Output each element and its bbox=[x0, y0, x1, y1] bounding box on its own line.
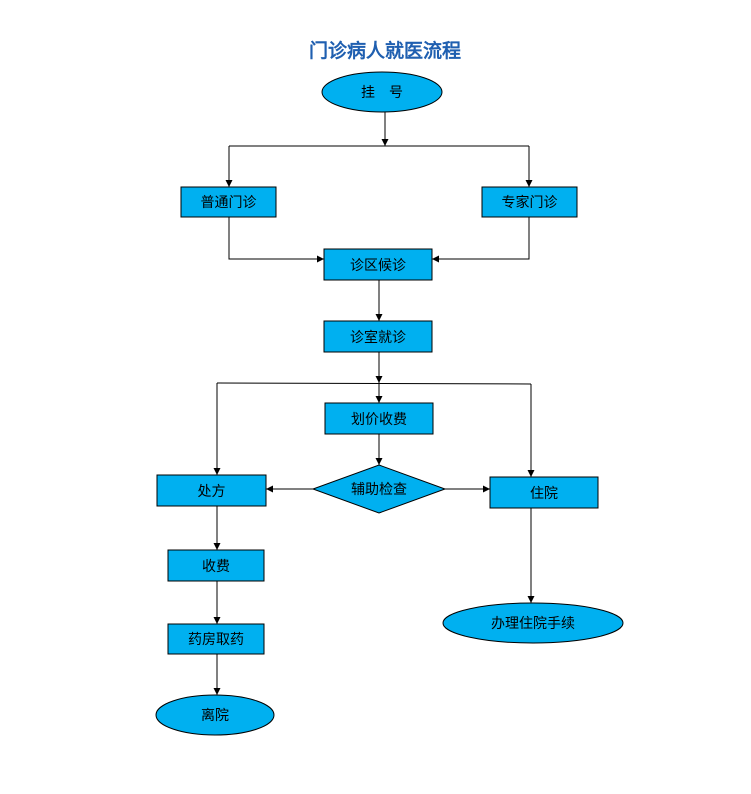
auxiliary-exam-shape bbox=[311, 464, 447, 514]
discharge-label: 离院 bbox=[201, 707, 229, 724]
node-register: 挂 号 bbox=[321, 71, 443, 113]
expert-clinic-shape bbox=[481, 186, 578, 218]
node-payment: 收费 bbox=[167, 549, 265, 582]
node-hospitalization: 住院 bbox=[489, 476, 599, 509]
node-discharge: 离院 bbox=[155, 694, 275, 736]
waiting-area-shape bbox=[323, 248, 433, 281]
admission-procedures-shape bbox=[442, 602, 624, 644]
node-expert-clinic: 专家门诊 bbox=[481, 186, 578, 218]
prescription-label: 处方 bbox=[198, 484, 226, 500]
edge-branch-h2 bbox=[216, 382, 532, 385]
edges bbox=[213, 112, 535, 695]
node-general-clinic: 普通门诊 bbox=[180, 186, 277, 218]
edge-general-to-waiting bbox=[228, 217, 324, 263]
node-admission-procedures: 办理住院手续 bbox=[442, 602, 624, 644]
admission-procedures-label: 办理住院手续 bbox=[491, 615, 575, 632]
auxiliary-exam-label: 辅助检查 bbox=[351, 482, 407, 498]
node-waiting-area: 诊区候诊 bbox=[323, 248, 433, 281]
prescription-shape bbox=[156, 474, 267, 507]
general-clinic-label: 普通门诊 bbox=[201, 195, 257, 211]
register-shape bbox=[321, 71, 443, 113]
consultation-label: 诊室就诊 bbox=[350, 329, 406, 346]
waiting-area-label: 诊区候诊 bbox=[350, 258, 406, 274]
payment-shape bbox=[167, 549, 265, 582]
payment-label: 收费 bbox=[202, 559, 230, 575]
node-pricing-payment: 划价收费 bbox=[324, 402, 434, 435]
pharmacy-label: 药房取药 bbox=[188, 632, 244, 648]
node-prescription: 处方 bbox=[156, 474, 267, 507]
pricing-payment-shape bbox=[324, 402, 434, 435]
node-auxiliary-exam: 辅助检查 bbox=[311, 464, 447, 514]
node-pharmacy: 药房取药 bbox=[167, 623, 265, 655]
register-label: 挂 号 bbox=[361, 85, 403, 101]
diagram-title: 门诊病人就医流程 bbox=[309, 39, 461, 62]
hospitalization-shape bbox=[489, 476, 599, 509]
edge-expert-to-waiting bbox=[432, 217, 530, 263]
pharmacy-shape bbox=[167, 623, 265, 655]
hospitalization-label: 住院 bbox=[530, 486, 558, 502]
general-clinic-shape bbox=[180, 186, 277, 218]
node-consultation: 诊室就诊 bbox=[323, 320, 433, 353]
expert-clinic-label: 专家门诊 bbox=[502, 194, 558, 211]
discharge-shape bbox=[155, 694, 275, 736]
pricing-payment-label: 划价收费 bbox=[351, 412, 407, 428]
consultation-shape bbox=[323, 320, 433, 353]
